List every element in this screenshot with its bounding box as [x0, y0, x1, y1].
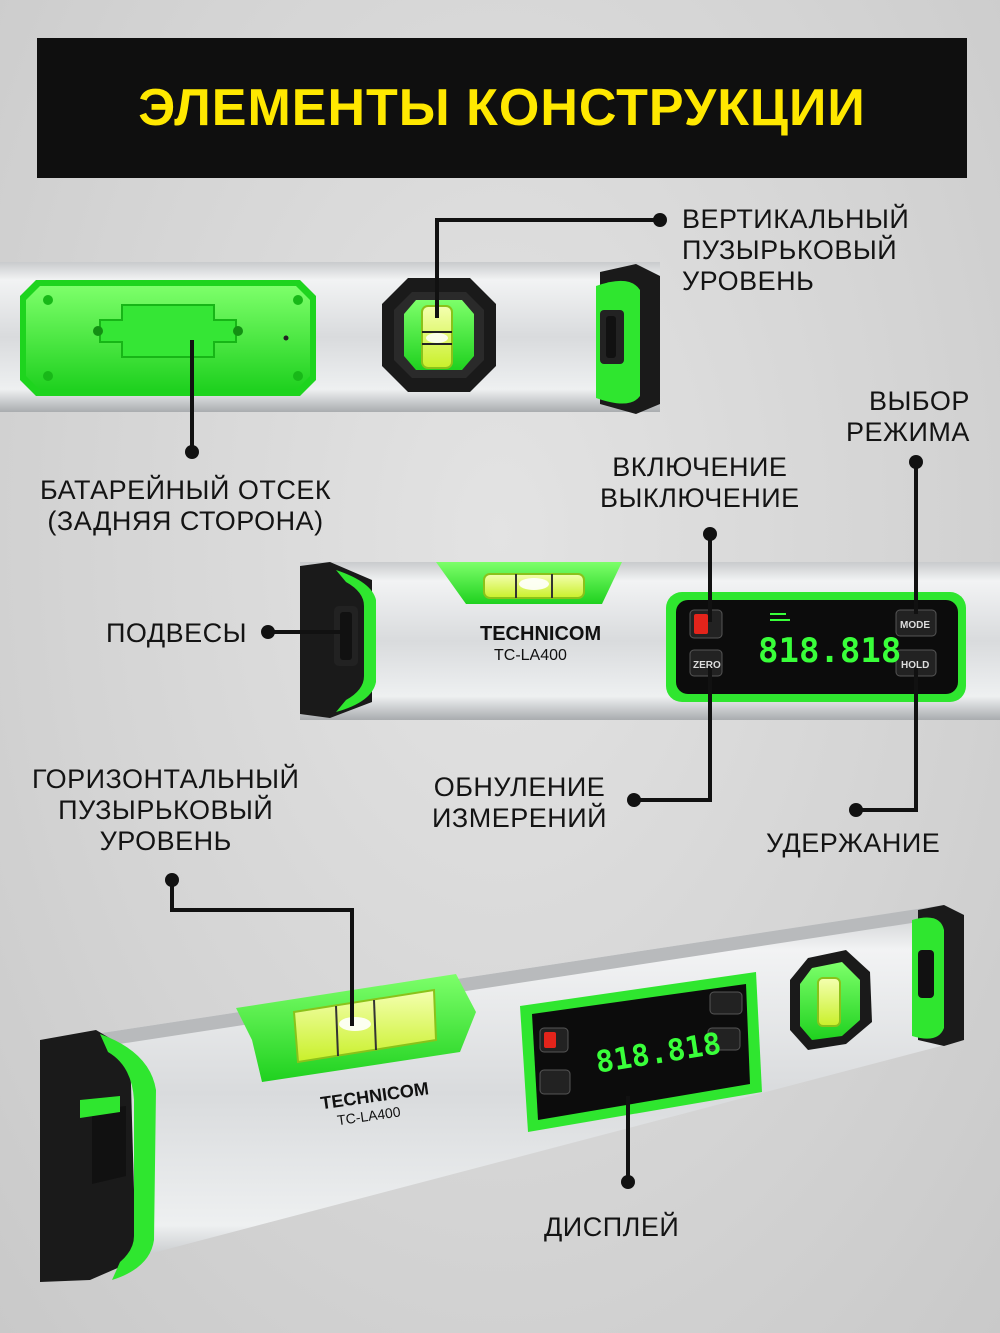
- level-perspective-view: [40, 905, 964, 1282]
- horizontal-vial-top: [236, 974, 476, 1082]
- label-power: ВКЛЮЧЕНИЕ ВЫКЛЮЧЕНИЕ: [600, 452, 800, 513]
- model-label: TC-LA400: [494, 647, 567, 664]
- title-banner: ЭЛЕМЕНТЫ КОНСТРУКЦИИ: [37, 38, 967, 178]
- label-hangers: ПОДВЕСЫ: [106, 618, 248, 648]
- callout-dots: [165, 213, 923, 1189]
- callout-line-horizontal-vial: [170, 880, 354, 1026]
- level-front-view: [300, 562, 1000, 720]
- label-battery: БАТАРЕЙНЫЙ ОТСЕК (ЗАДНЯЯ СТОРОНА): [40, 475, 332, 536]
- label-zero: ОБНУЛЕНИЕ ИЗМЕРЕНИЙ: [432, 772, 608, 833]
- vertical-vial-window: [382, 278, 496, 392]
- label-horizontal-vial: ГОРИЗОНТАЛЬНЫЙ ПУЗЫРЬКОВЫЙ УРОВЕНЬ: [32, 764, 300, 856]
- lcd-readout: 818.818: [758, 631, 901, 671]
- label-display: ДИСПЛЕЙ: [544, 1212, 680, 1242]
- page-title: ЭЛЕМЕНТЫ КОНСТРУКЦИИ: [138, 79, 866, 137]
- mode-button[interactable]: MODE: [900, 620, 930, 631]
- display-panel: [520, 972, 762, 1132]
- label-hold: УДЕРЖАНИЕ: [766, 828, 941, 858]
- end-cap-left: [300, 562, 376, 718]
- level-back-view: [0, 262, 660, 414]
- label-vertical-vial: ВЕРТИКАЛЬНЫЙ ПУЗЫРЬКОВЫЙ УРОВЕНЬ: [682, 204, 910, 296]
- vertical-vial-window: [790, 950, 872, 1050]
- callout-line-vertical-vial: [435, 218, 660, 318]
- callout-lines: [170, 218, 918, 1182]
- end-cap-right: [912, 905, 964, 1046]
- zero-button[interactable]: ZERO: [693, 660, 721, 671]
- end-cap-right: [596, 264, 660, 414]
- brand-label: TECHNICOM: [480, 623, 601, 645]
- horizontal-vial-top: [436, 562, 622, 604]
- display-panel: [666, 592, 966, 702]
- battery-compartment: [20, 280, 316, 396]
- callout-line-zero: [634, 662, 712, 802]
- label-mode-select: ВЫБОР РЕЖИМА: [846, 386, 970, 447]
- end-cap-left: [40, 1030, 156, 1282]
- hold-button[interactable]: HOLD: [901, 660, 929, 671]
- callout-line-hold: [856, 662, 918, 812]
